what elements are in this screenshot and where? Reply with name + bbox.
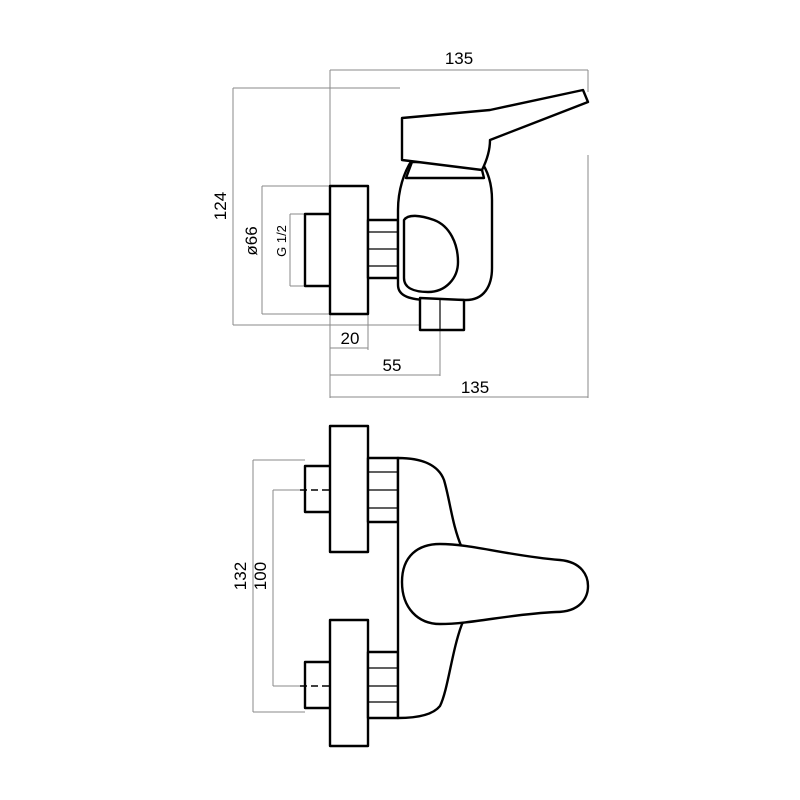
dim-width-top: 135 <box>445 49 473 68</box>
dim-height: 124 <box>211 192 230 220</box>
side-hex-nut <box>366 218 400 280</box>
dim-center-distance: 100 <box>251 562 270 590</box>
top-lever-handle <box>400 542 590 626</box>
top-view: 132 100 <box>231 424 590 748</box>
side-view-dimension-lines <box>232 69 589 398</box>
dim-overall-length: 132 <box>231 562 250 590</box>
dim-flange-diameter: ø66 <box>242 226 261 255</box>
side-view: 135 124 ø66 G 1/2 20 55 135 <box>211 49 590 398</box>
side-lever-handle <box>400 88 590 172</box>
top-inlet-pipe-upper <box>303 464 334 514</box>
dim-thread: G 1/2 <box>274 225 289 257</box>
dim-width-bottom: 135 <box>461 378 489 397</box>
side-inlet-pipe <box>303 212 334 288</box>
side-valve-recess <box>402 214 460 294</box>
dim-flange-offset: 20 <box>341 329 360 348</box>
side-wall-flange <box>328 184 370 316</box>
top-hex-nut-upper <box>366 456 400 524</box>
top-flange-upper <box>328 424 370 554</box>
top-inlet-pipe-lower <box>303 660 334 710</box>
side-outlet <box>418 296 466 332</box>
top-flange-lower <box>328 618 370 748</box>
top-view-dimension-lines <box>252 459 305 713</box>
top-hex-nut-lower <box>366 650 400 720</box>
dim-outlet-offset: 55 <box>383 356 402 375</box>
